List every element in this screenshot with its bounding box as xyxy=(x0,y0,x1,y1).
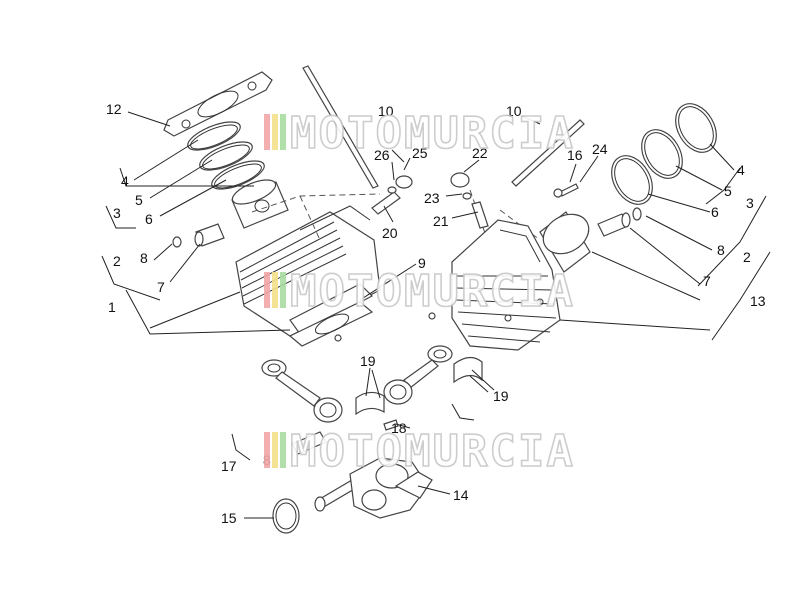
watermark-text: MOTOMURCIA xyxy=(290,426,575,477)
bearing-shells xyxy=(355,356,483,416)
cylinder-right xyxy=(451,219,561,351)
watermark-stripe-red xyxy=(264,114,270,150)
callout-10-right: 10 xyxy=(506,103,522,119)
callout-labels: 12 4 5 3 6 2 8 7 1 9 10 26 25 20 10 22 2… xyxy=(106,101,766,526)
callout-21: 21 xyxy=(433,213,449,229)
callout-4-left: 4 xyxy=(121,173,129,189)
callout-5-left: 5 xyxy=(135,192,143,208)
callout-16: 16 xyxy=(567,147,583,163)
callout-7-right: 7 xyxy=(703,273,711,289)
valve-guide-parts xyxy=(371,175,413,215)
callout-6-right: 6 xyxy=(711,204,719,220)
callout-6-left: 6 xyxy=(145,211,153,227)
valve-guide-parts-right xyxy=(450,172,489,229)
rod-bolt xyxy=(383,419,399,431)
watermark-middle: MOTOMURCIA xyxy=(264,265,575,318)
cylinder-base-gasket xyxy=(288,301,436,347)
connecting-rod-left xyxy=(261,359,343,455)
callout-14: 14 xyxy=(453,487,469,503)
piston-pin-left xyxy=(172,223,225,248)
callout-4-right: 4 xyxy=(737,162,745,178)
watermark-text: MOTOMURCIA xyxy=(290,108,575,159)
watermark-text: MOTOMURCIA xyxy=(290,266,575,317)
callout-7-left: 7 xyxy=(157,279,165,295)
piston-right xyxy=(539,211,591,273)
callout-15: 15 xyxy=(221,510,237,526)
callout-1: 1 xyxy=(108,299,116,315)
stud-right xyxy=(511,119,585,187)
callout-3-left: 3 xyxy=(113,205,121,221)
piston-rings-left xyxy=(187,121,265,190)
callout-12: 12 xyxy=(106,101,122,117)
watermark-bottom: MOTOMURCIA xyxy=(264,425,575,478)
callout-13: 13 xyxy=(750,293,766,309)
head-gasket-left xyxy=(163,71,273,137)
watermark-stripe-green xyxy=(280,114,286,150)
callout-2-right: 2 xyxy=(743,249,751,265)
crank-seal-ring xyxy=(272,498,300,534)
callout-2-left: 2 xyxy=(113,253,121,269)
callout-5-right: 5 xyxy=(724,183,732,199)
connecting-rod-right xyxy=(383,345,453,405)
piston-left xyxy=(231,179,289,229)
watermark-stripe-yellow xyxy=(272,114,278,150)
callout-20: 20 xyxy=(382,225,398,241)
callout-3-right: 3 xyxy=(746,195,754,211)
callout-26: 26 xyxy=(374,147,390,163)
callout-24: 24 xyxy=(592,141,608,157)
callout-9: 9 xyxy=(418,255,426,271)
callout-17: 17 xyxy=(221,458,237,474)
watermark-top: MOTOMURCIA xyxy=(264,107,575,160)
stud-left xyxy=(302,65,379,189)
callout-10-left: 10 xyxy=(378,103,394,119)
leader-lines xyxy=(127,111,735,519)
piston-rings-right xyxy=(611,103,717,205)
bolt-16 xyxy=(553,183,579,198)
callout-8-left: 8 xyxy=(140,250,148,266)
callout-25: 25 xyxy=(412,145,428,161)
callout-22: 22 xyxy=(472,145,488,161)
callout-8-right: 8 xyxy=(717,242,725,258)
piston-pin-right xyxy=(597,207,642,237)
group-braces xyxy=(101,167,771,461)
callout-19-left: 19 xyxy=(360,353,376,369)
callout-19-right: 19 xyxy=(493,388,509,404)
callout-23: 23 xyxy=(424,190,440,206)
crankshaft xyxy=(314,457,433,519)
callout-18: 18 xyxy=(391,420,407,436)
